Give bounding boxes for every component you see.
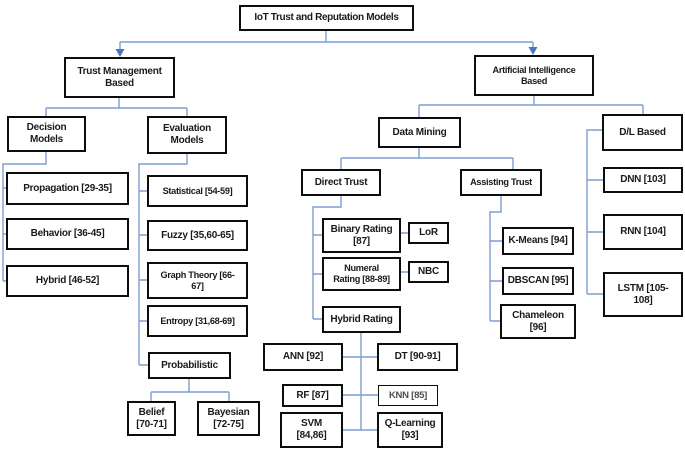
node-binary-rating: Binary Rating [87]: [322, 218, 401, 253]
node-bayesian: Bayesian [72-75]: [197, 401, 260, 436]
node-dl-based: D/L Based: [602, 114, 683, 151]
node-belief: Belief [70-71]: [127, 401, 176, 436]
node-knn: KNN [85]: [378, 385, 438, 406]
node-ann: ANN [92]: [263, 343, 343, 371]
node-direct-trust: Direct Trust: [301, 169, 381, 196]
node-entropy: Entropy [31,68-69]: [147, 305, 248, 337]
node-artificial-intelligence-based: Artificial Intelligence Based: [474, 55, 594, 96]
node-fuzzy: Fuzzy [35,60-65]: [147, 220, 248, 251]
node-statistical: Statistical [54-59]: [147, 175, 248, 207]
node-hybrid-rating: Hybrid Rating: [322, 306, 401, 333]
down-arrow-icon: [115, 49, 125, 57]
node-root: IoT Trust and Reputation Models: [239, 5, 414, 31]
node-behavior: Behavior [36-45]: [6, 218, 129, 250]
node-propagation: Propagation [29-35]: [6, 172, 129, 205]
node-decision-models: Decision Models: [7, 116, 86, 152]
node-dnn: DNN [103]: [603, 167, 683, 193]
node-dbscan: DBSCAN [95]: [502, 267, 574, 295]
node-assisting-trust: Assisting Trust: [460, 169, 542, 196]
node-lor: LoR: [408, 222, 449, 244]
node-lstm: LSTM [105- 108]: [603, 272, 683, 317]
node-rf: RF [87]: [282, 384, 343, 407]
node-dt: DT [90-91]: [377, 343, 458, 371]
node-evaluation-models: Evaluation Models: [147, 116, 227, 154]
node-k-means: K-Means [94]: [502, 227, 574, 255]
node-trust-management-based: Trust Management Based: [64, 57, 175, 98]
node-q-learning: Q-Learning [93]: [377, 412, 443, 448]
connector-path: [2, 31, 644, 431]
node-svm: SVM [84,86]: [280, 412, 343, 448]
node-hybrid-decision: Hybrid [46-52]: [6, 265, 129, 297]
node-rnn: RNN [104]: [603, 214, 683, 250]
node-graph-theory: Graph Theory [66- 67]: [147, 262, 248, 299]
node-probabilistic: Probabilistic: [148, 352, 231, 379]
node-nbc: NBC: [408, 261, 449, 283]
node-data-mining: Data Mining: [378, 117, 461, 148]
node-chameleon: Chameleon [96]: [500, 304, 576, 339]
node-numeral-rating: Numeral Rating [88-89]: [322, 257, 401, 291]
down-arrow-icon: [528, 47, 538, 55]
